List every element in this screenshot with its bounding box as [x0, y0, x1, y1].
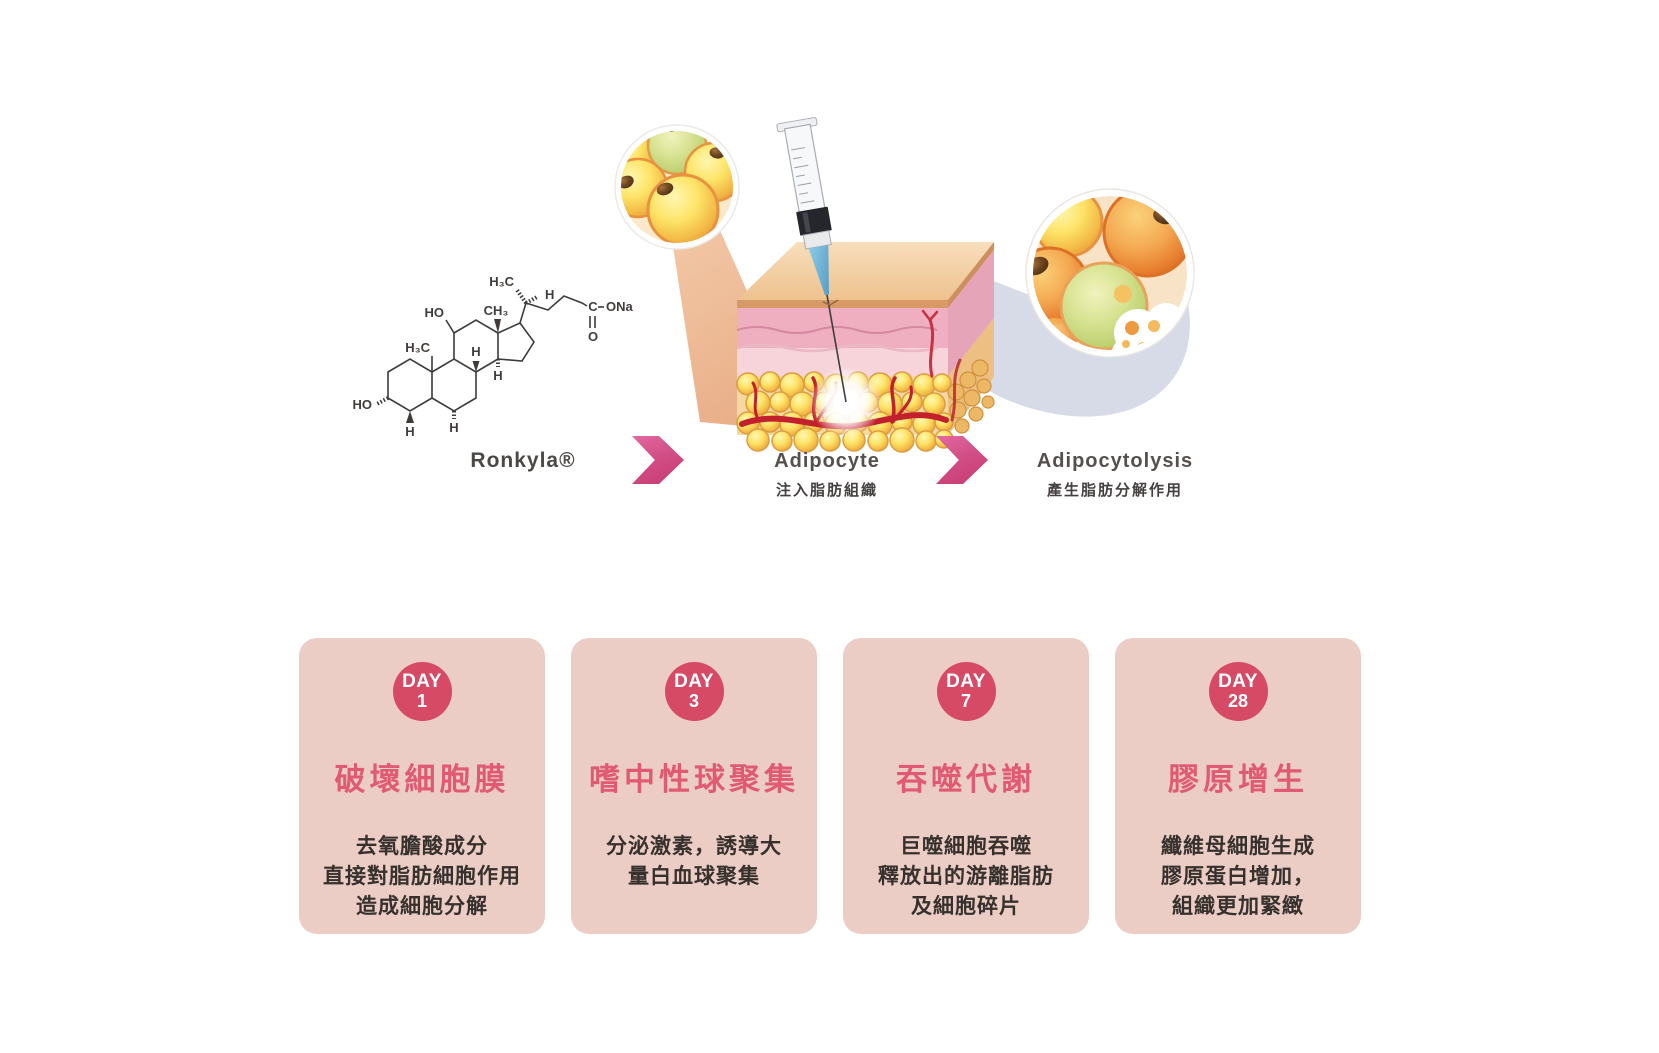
chem-label-ho: HO [425, 305, 445, 320]
chem-label-h: H [449, 420, 458, 435]
chem-label-h: H [493, 368, 502, 383]
fat-dissolving-illustration: HO HO H₃C H₃C CH₃ H H H H H C ONa O [353, 117, 1195, 453]
chem-label-h: H [545, 287, 554, 302]
card-title: 嗜中性球聚集 [589, 762, 799, 797]
chem-label-c: C [588, 299, 598, 314]
day-badge-number: 7 [960, 691, 971, 712]
day-badge-label: DAY [946, 671, 986, 693]
chem-label-ho: HO [353, 397, 373, 412]
card-title: 吞噬代謝 [896, 762, 1036, 797]
day-badge: DAY 7 [936, 662, 996, 721]
fat-layer-cells-side [947, 359, 995, 434]
card-description: 去氧膽酸成分 直接對脂肪細胞作用 造成細胞分解 [323, 835, 521, 918]
chem-label-ch3: CH₃ [484, 303, 509, 318]
card-title: 膠原增生 [1168, 762, 1308, 797]
fat-cells-magnified-circle [614, 124, 740, 250]
step-label-ronkyla: Ronkyla® [470, 449, 576, 472]
card-description: 巨噬細胞吞噬 釋放出的游離脂肪 及細胞碎片 [878, 835, 1054, 918]
chem-label-ona: ONa [606, 299, 634, 314]
day-badge: DAY 28 [1208, 662, 1268, 721]
day-badge: DAY 1 [392, 662, 452, 721]
chem-label-o: O [588, 329, 598, 344]
day-badge-label: DAY [674, 671, 714, 693]
step-label-adipocyte: Adipocyte [774, 450, 880, 472]
timeline-card-day-1: DAY 1 破壞細胞膜 去氧膽酸成分 直接對脂肪細胞作用 造成細胞分解 [299, 638, 545, 934]
chem-label-h3c: H₃C [405, 340, 430, 355]
step-label-adipocytolysis: Adipocytolysis [1036, 450, 1194, 472]
card-description: 纖維母細胞生成 膠原蛋白增加， 組織更加緊緻 [1161, 835, 1315, 918]
timeline-card-day-28: DAY 28 膠原增生 纖維母細胞生成 膠原蛋白增加， 組織更加緊緻 [1115, 638, 1361, 934]
syringe-icon [776, 117, 847, 403]
day-badge: DAY 3 [664, 662, 724, 721]
step-sublabel-adipocyte: 注入脂肪組織 [775, 482, 879, 499]
card-title: 破壞細胞膜 [334, 762, 510, 797]
chem-label-h: H [471, 344, 480, 359]
timeline-cards: DAY 1 破壞細胞膜 去氧膽酸成分 直接對脂肪細胞作用 造成細胞分解 DAY … [299, 638, 1361, 934]
timeline-card-day-7: DAY 7 吞噬代謝 巨噬細胞吞噬 釋放出的游離脂肪 及細胞碎片 [843, 638, 1089, 934]
timeline-card-day-3: DAY 3 嗜中性球聚集 分泌激素，誘導大 量白血球聚集 [571, 638, 817, 934]
chem-label-h3c: H₃C [489, 274, 514, 289]
chemical-structure: HO HO H₃C H₃C CH₃ H H H H H C ONa O [353, 274, 634, 439]
day-badge-number: 28 [1227, 691, 1249, 712]
card-description: 分泌激素，誘導大 量白血球聚集 [606, 835, 782, 888]
day-badge-number: 3 [688, 691, 699, 712]
skin-cross-section [736, 242, 995, 453]
day-badge-label: DAY [402, 671, 442, 693]
chem-label-h: H [405, 424, 414, 439]
day-badge-label: DAY [1218, 671, 1258, 693]
day-badge-number: 1 [416, 691, 427, 712]
step-sublabel-adipocytolysis: 產生脂肪分解作用 [1046, 482, 1184, 499]
